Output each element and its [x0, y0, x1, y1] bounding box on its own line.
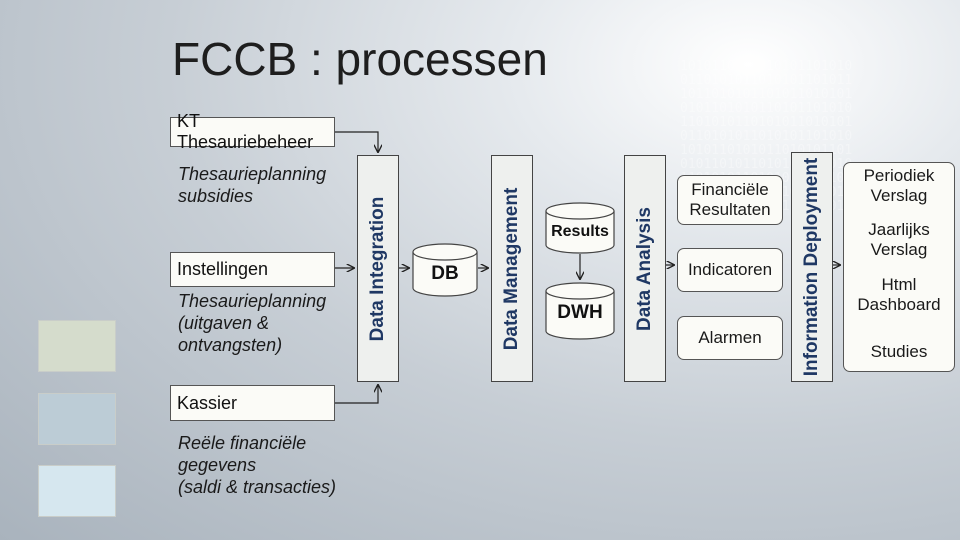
source-kt-box: KT Thesauriebeheer	[170, 111, 335, 152]
data-management-bar: Data Management	[491, 155, 533, 382]
arrow-kassier-to-integration	[335, 385, 378, 404]
slide-title: FCCB : processen	[172, 33, 548, 85]
db-cylinder: DB	[412, 243, 478, 297]
results-cylinder: Results	[545, 202, 615, 254]
color-swatch-2	[38, 393, 116, 445]
arrow-kt-to-integration	[335, 131, 378, 152]
results-cylinder-shape	[545, 202, 615, 254]
color-swatch-1	[38, 320, 116, 372]
source-instellingen-description: Thesaurieplanning (uitgaven & ontvangste…	[178, 291, 327, 355]
source-kassier-description: Reële financiële gegevens (saldi & trans…	[178, 433, 337, 497]
source-instellingen-box: Instellingen	[170, 252, 335, 287]
output-indicatoren: Indicatoren	[677, 248, 783, 292]
output-financiele-resultaten: Financiële Resultaten	[677, 175, 783, 225]
dwh-cylinder: DWH	[545, 282, 615, 340]
output-jaarlijks-verslag: Jaarlijks Verslag	[868, 220, 930, 259]
output-html-dashboard: Html Dashboard	[857, 275, 941, 314]
db-cylinder-shape	[412, 243, 478, 297]
output-studies: Studies	[870, 342, 928, 361]
dwh-cylinder-shape	[545, 282, 615, 340]
color-swatch-3	[38, 465, 116, 517]
data-integration-bar: Data Integration	[357, 155, 399, 382]
output-alarmen: Alarmen	[677, 316, 783, 360]
data-analysis-bar: Data Analysis	[624, 155, 666, 382]
deployment-outputs-box: Periodiek Verslag Jaarlijks Verslag Html…	[843, 162, 955, 372]
dwh-label: DWH	[557, 302, 603, 323]
db-label: DB	[431, 263, 459, 284]
source-kt-description: Thesaurieplanning subsidies	[178, 164, 327, 206]
results-label: Results	[551, 223, 609, 240]
output-periodiek-verslag: Periodiek Verslag	[863, 166, 935, 205]
source-kassier-box: Kassier	[170, 385, 335, 421]
